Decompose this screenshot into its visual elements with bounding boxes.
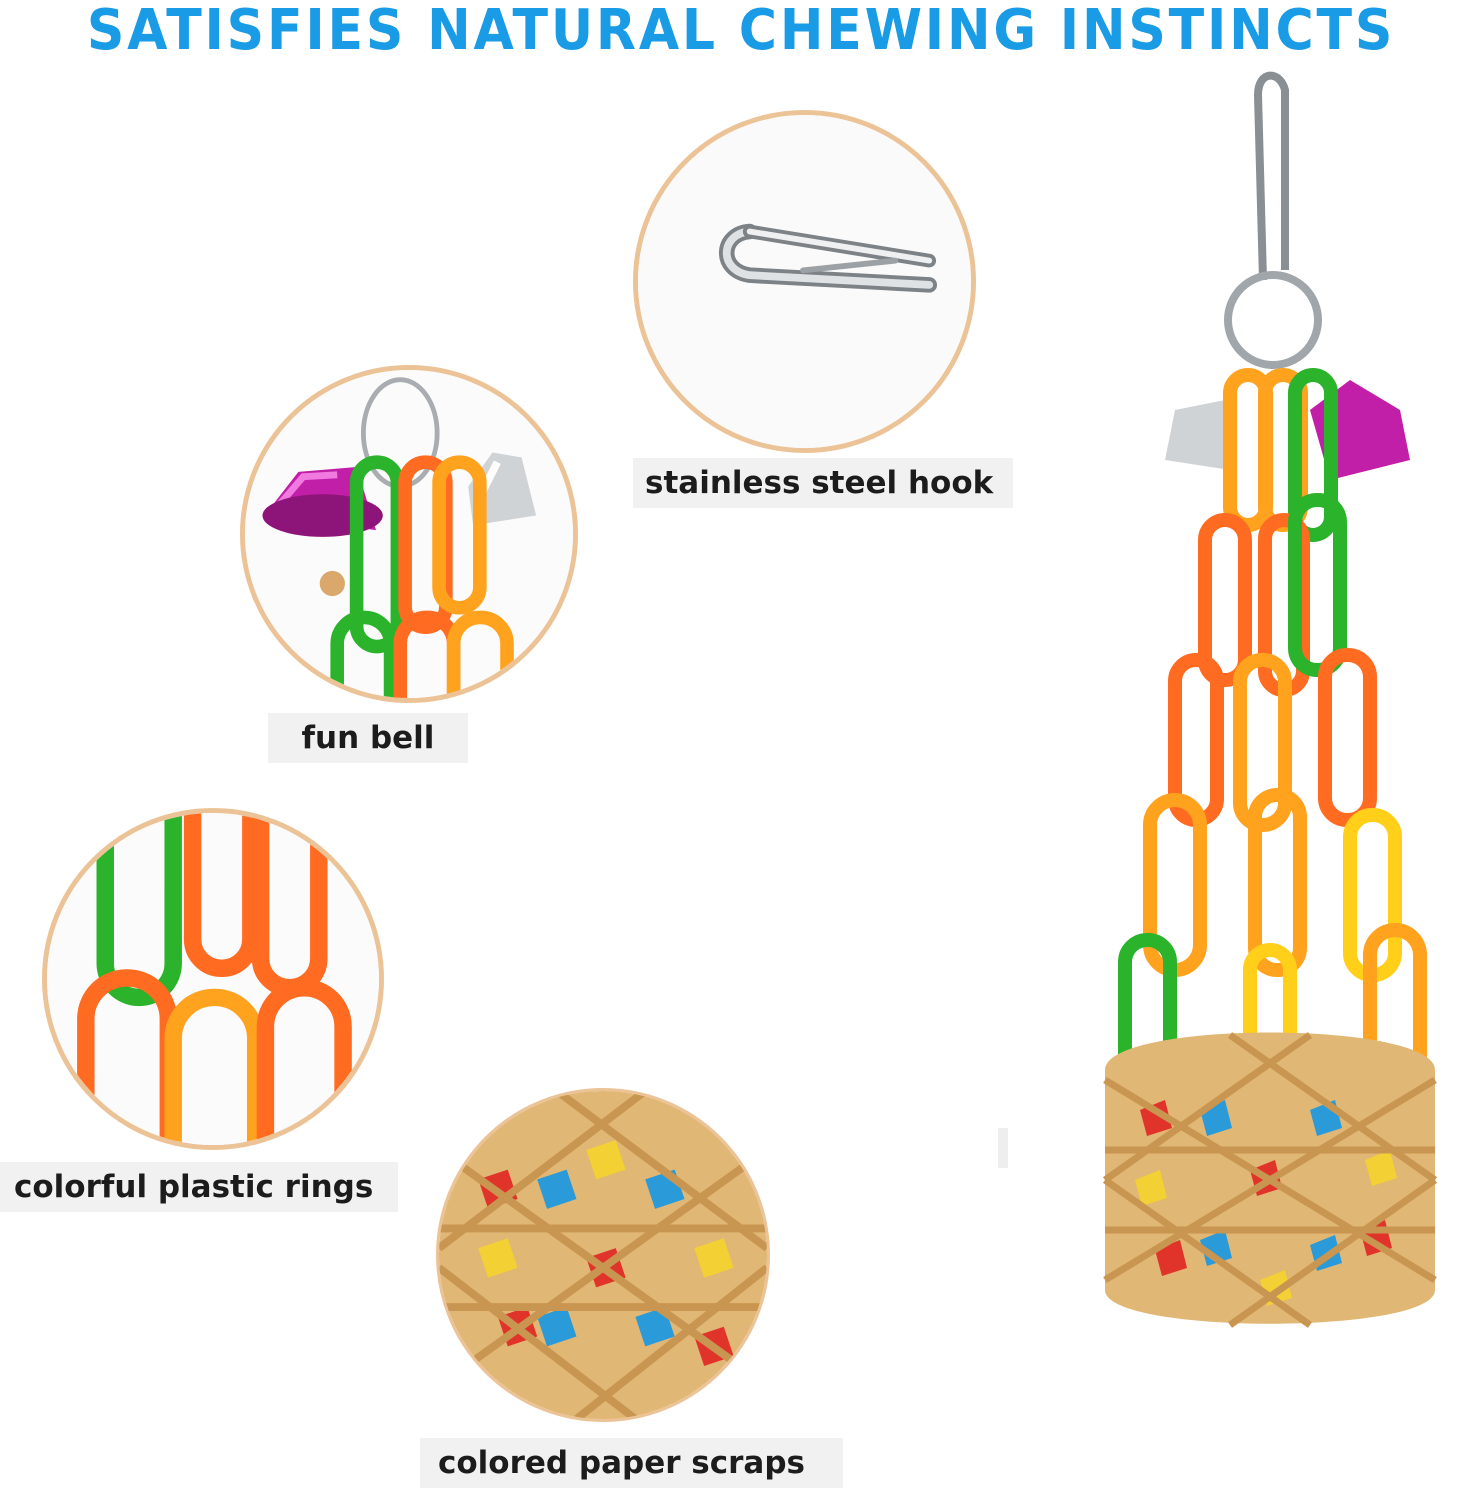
feature-rings-label: colorful plastic rings [0,1162,398,1212]
feature-hook-label: stainless steel hook [633,458,1013,508]
headline: SATISFIES NATURAL CHEWING INSTINCTS [86,0,1396,63]
divider-mark [998,1128,1008,1168]
paper-basket-icon [439,1091,767,1419]
feature-hook-circle [633,110,976,453]
steel-hook-icon [638,115,971,448]
hanging-basket-toy-icon [1102,71,1438,1328]
feature-bell-circle [240,365,578,703]
feature-paper-circle [436,1088,770,1422]
feature-rings-circle [42,808,384,1150]
bells-icon [245,370,573,698]
plastic-rings-icon [47,813,379,1145]
feature-paper-label: colored paper scraps [420,1438,843,1488]
product-image [1080,70,1482,1370]
feature-bell-label: fun bell [268,713,468,763]
